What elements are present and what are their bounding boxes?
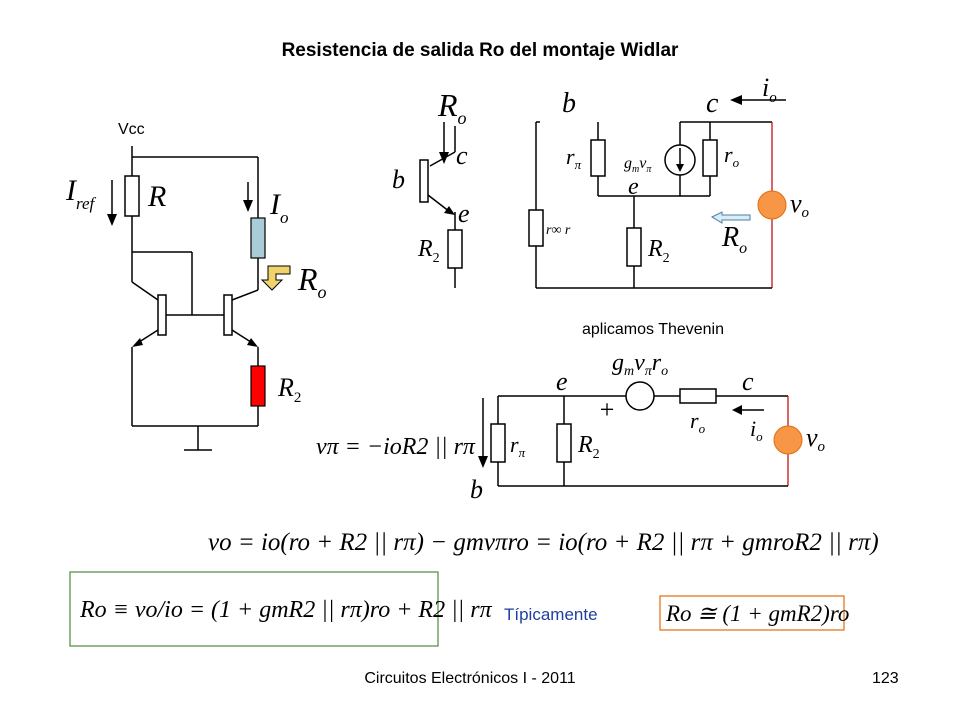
r2-label-left: R2 <box>277 373 301 406</box>
thev-ro <box>679 388 717 404</box>
tipicamente-label: Típicamente <box>504 605 598 624</box>
thev-voltage-source <box>625 381 655 411</box>
small-signal-circuit: b c io rπ gmvπ ro e r∞ r <box>528 73 810 289</box>
thev-rpi <box>490 423 506 463</box>
vpi-equation: vπ = −ioR2 || rπ <box>316 434 476 460</box>
io-label: Io <box>269 188 289 227</box>
thev-b-label: b <box>470 475 483 504</box>
page-number: 123 <box>872 670 899 687</box>
thev-source-label: gmvπro <box>612 350 668 379</box>
transistor-r2-label: R2 <box>417 236 440 266</box>
slide-title: Resistencia de salida Ro del montaje Wid… <box>282 40 679 61</box>
thev-e-label: e <box>556 367 568 396</box>
ss-c-label: c <box>706 88 719 119</box>
ss-parallel-label: r∞ r <box>546 223 571 238</box>
thev-io-label: io <box>750 416 763 444</box>
vo-equation: vo = io(ro + R2 || rπ) − gmvπro = io(ro … <box>208 529 879 556</box>
vcc-label: Vcc <box>118 121 145 138</box>
iref-label: Iref <box>65 174 97 213</box>
ss-e-label: e <box>628 174 639 200</box>
transistor-r2 <box>447 229 463 269</box>
thevenin-circuit: gmvπro e c + ro io vo rπ R2 b <box>470 350 826 504</box>
q2-body <box>223 294 233 336</box>
r-label: R <box>147 180 166 213</box>
ss-gm-label: gmvπ <box>624 155 652 175</box>
ss-r2-label: R2 <box>647 236 670 266</box>
thev-rpi-label: rπ <box>510 432 526 460</box>
ss-vo-label: vo <box>790 189 810 221</box>
ss-ro-arrow <box>710 211 751 224</box>
q1-body <box>157 294 167 336</box>
thev-vo-label: vo <box>806 423 826 455</box>
thev-r2-label: R2 <box>577 432 600 462</box>
ss-Ro-label: Ro <box>721 222 747 257</box>
thev-vo-source <box>773 425 803 455</box>
transistor-e-label: e <box>458 199 470 228</box>
thevenin-note: aplicamos Thevenin <box>582 321 724 338</box>
r2-resistor <box>250 365 266 407</box>
transistor-diagram: Ro c b e R2 <box>392 87 470 288</box>
footer: Circuitos Electrónicos I - 2011 <box>364 670 575 687</box>
ss-ro <box>702 139 718 177</box>
io-resistor <box>250 217 266 259</box>
thev-r2 <box>556 423 572 463</box>
ro-equation-box <box>69 571 439 647</box>
transistor-b-label: b <box>392 165 405 194</box>
thev-ro-label: ro <box>690 408 706 436</box>
ro-equation: Ro ≡ vo/io = (1 + gmR2 || rπ)ro + R2 || … <box>79 597 493 623</box>
ss-ro-label: ro <box>724 142 740 170</box>
transistor-ro-label: Ro <box>437 87 467 128</box>
r-resistor <box>124 175 140 217</box>
ss-io-label: io <box>762 73 777 106</box>
ro-typical-box <box>659 595 845 631</box>
transistor-body <box>419 159 429 203</box>
transistor-c-label: c <box>456 141 468 170</box>
ss-parallel-resistor <box>528 209 544 247</box>
thev-plus: + <box>598 395 616 424</box>
ss-r2 <box>626 227 642 267</box>
ro-label-left: Ro <box>297 261 327 302</box>
widlar-circuit: Vcc Iref R Io Ro <box>65 121 327 451</box>
ss-vo-source <box>757 190 787 220</box>
thev-c-label: c <box>742 367 754 396</box>
ro-typical: Ro ≅ (1 + gmR2)ro <box>665 601 849 626</box>
ss-rpi <box>590 139 606 177</box>
ro-bent-arrow <box>260 265 291 291</box>
ss-b-label: b <box>562 88 576 119</box>
ss-rpi-label: rπ <box>566 144 582 172</box>
